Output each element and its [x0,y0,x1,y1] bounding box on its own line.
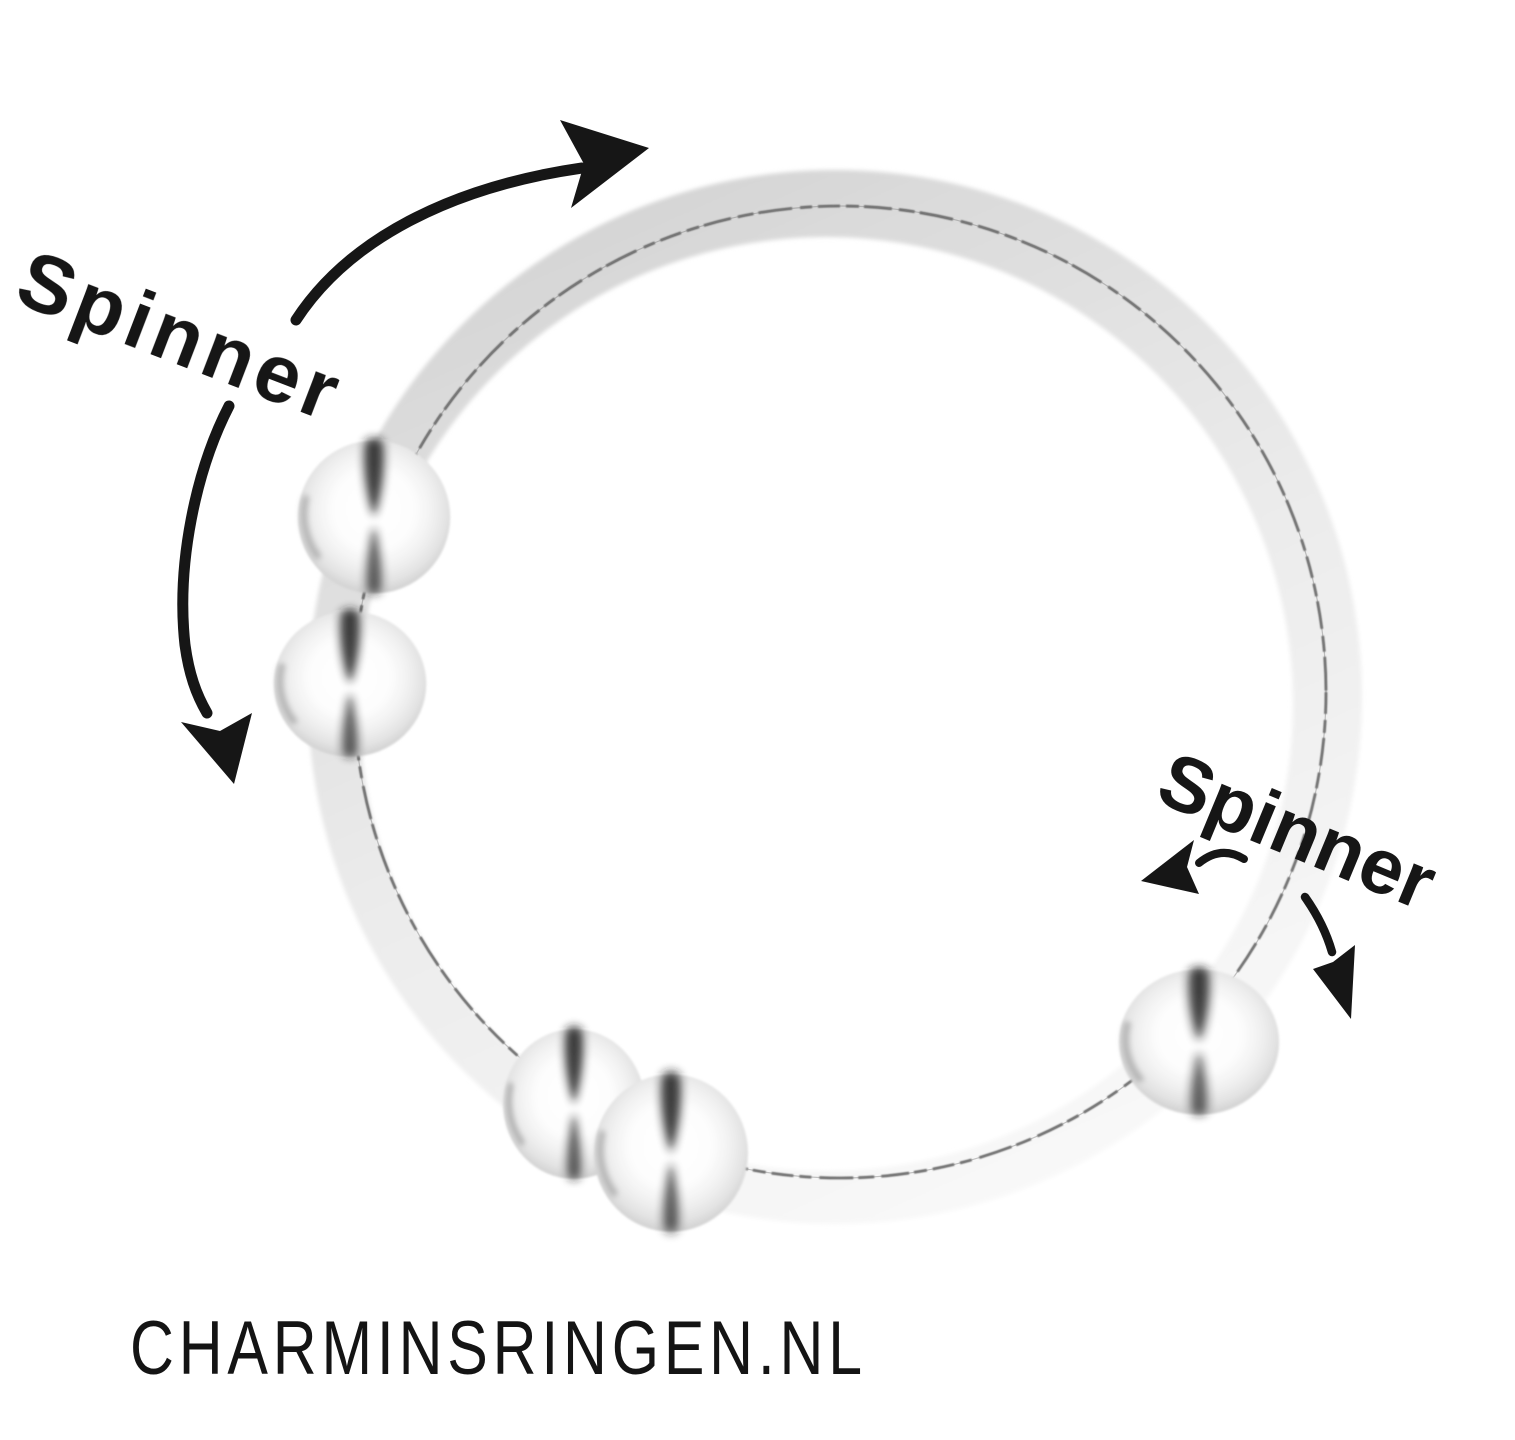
rotation-arrow-down-right-icon [1300,892,1355,1019]
bead [274,609,426,758]
bead [298,438,450,595]
rotation-arrow-left-icon [1141,840,1248,894]
rotation-arrow-up-right-icon [290,120,649,326]
watermark-text: CHARMINSRINGEN.NL [130,1306,867,1391]
annotation-arrows [177,120,1355,1019]
spinner-label-left: Spinner [6,233,356,440]
rotation-arrow-down-left-icon [177,400,252,784]
